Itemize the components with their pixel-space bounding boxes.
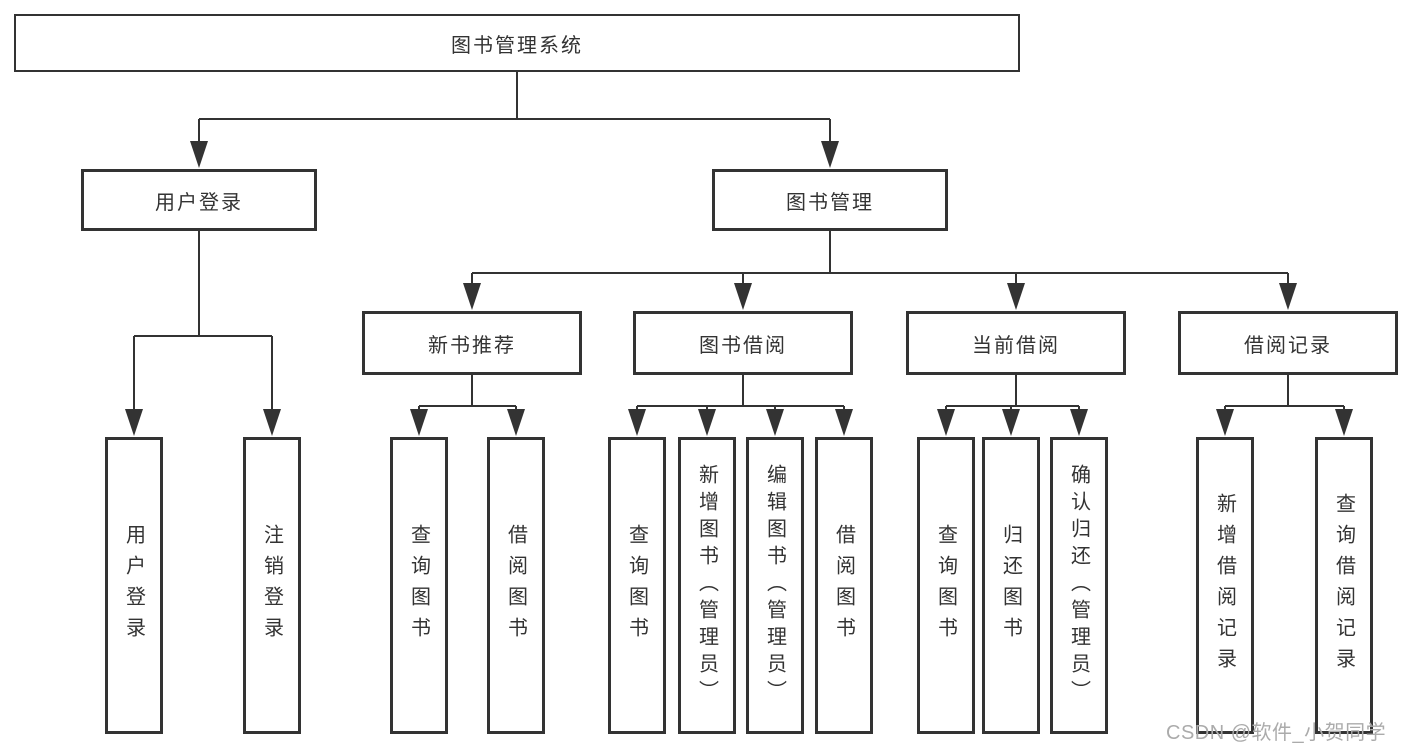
node-library-management-system: 图书管理系统 bbox=[14, 14, 1020, 72]
arrowhead bbox=[1216, 409, 1234, 436]
arrowhead bbox=[125, 409, 143, 436]
leaf-borrow-books-recommend: 借阅图书 bbox=[487, 437, 545, 734]
arrowhead bbox=[698, 409, 716, 436]
csdn-watermark: CSDN @软件_小贺同学 bbox=[1166, 722, 1387, 744]
leaf-return-books: 归还图书 bbox=[982, 437, 1040, 734]
leaf-query-books-borrowing: 查询图书 bbox=[608, 437, 666, 734]
arrowhead bbox=[937, 409, 955, 436]
arrowhead bbox=[628, 409, 646, 436]
leaf-query-books-recommend: 查询图书 bbox=[390, 437, 448, 734]
node-borrowing-records: 借阅记录 bbox=[1178, 311, 1398, 375]
node-book-borrowing: 图书借阅 bbox=[633, 311, 853, 375]
node-current-borrowing: 当前借阅 bbox=[906, 311, 1126, 375]
leaf-user-login: 用户登录 bbox=[105, 437, 163, 734]
arrowhead bbox=[410, 409, 428, 436]
arrowhead bbox=[1070, 409, 1088, 436]
arrowhead bbox=[1335, 409, 1353, 436]
leaf-logout: 注销登录 bbox=[243, 437, 301, 734]
arrowhead bbox=[766, 409, 784, 436]
arrowhead bbox=[463, 283, 481, 310]
node-new-book-recommendation: 新书推荐 bbox=[362, 311, 582, 375]
leaf-query-books-current: 查询图书 bbox=[917, 437, 975, 734]
leaf-add-borrow-record: 新增借阅记录 bbox=[1196, 437, 1254, 734]
arrowhead bbox=[1002, 409, 1020, 436]
leaf-query-borrow-record: 查询借阅记录 bbox=[1315, 437, 1373, 734]
arrowhead bbox=[1007, 283, 1025, 310]
leaf-edit-books-admin: 编辑图书（管理员） bbox=[746, 437, 804, 734]
leaf-add-books-admin: 新增图书（管理员） bbox=[678, 437, 736, 734]
arrowhead bbox=[835, 409, 853, 436]
arrowhead bbox=[1279, 283, 1297, 310]
arrowheads bbox=[125, 141, 1353, 436]
node-user-login: 用户登录 bbox=[81, 169, 317, 231]
node-book-management: 图书管理 bbox=[712, 169, 948, 231]
arrowhead bbox=[190, 141, 208, 168]
arrowhead bbox=[821, 141, 839, 168]
arrowhead bbox=[263, 409, 281, 436]
leaf-confirm-return-admin: 确认归还（管理员） bbox=[1050, 437, 1108, 734]
arrowhead bbox=[734, 283, 752, 310]
arrowhead bbox=[507, 409, 525, 436]
leaf-borrow-books-borrowing: 借阅图书 bbox=[815, 437, 873, 734]
